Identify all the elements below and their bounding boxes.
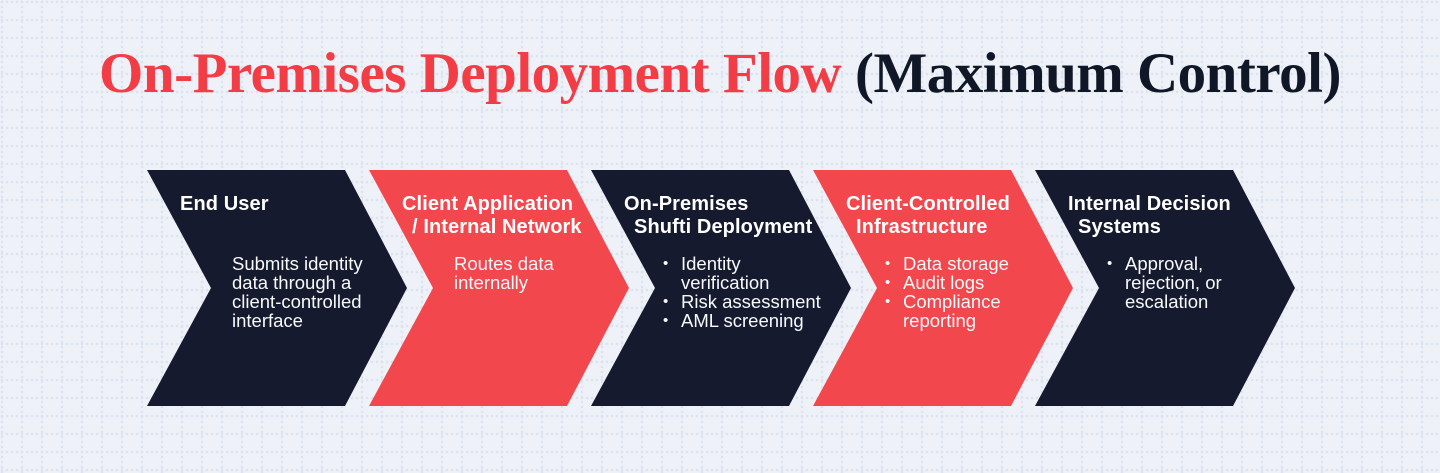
step-title-line: Systems [1078, 216, 1161, 238]
step-title-line: End User [180, 193, 269, 215]
bullet-text: Audit logs [903, 273, 1050, 292]
chevron-arrow-shape [813, 170, 1073, 406]
chevron-arrow-shape [369, 170, 629, 406]
bullet-marker-icon: • [1107, 255, 1113, 272]
bullet-text-line: Data storage [903, 253, 1009, 274]
step-description-line: client-controlled [232, 291, 362, 312]
chevron-arrow-shape [147, 170, 407, 406]
step-description-line: internally [454, 272, 529, 293]
bullet-marker-icon: • [885, 255, 891, 272]
chevron-step-client-application-internal-network: Client Application/ Internal Network Rou… [369, 170, 629, 406]
bullet-item: • Risk assessment [663, 292, 828, 311]
bullet-text-line: Approval, [1125, 253, 1204, 274]
chevron-arrow-shape [591, 170, 851, 406]
bullet-text-line: verification [681, 272, 770, 293]
step-description-line: data through a [232, 272, 352, 293]
bullet-marker-icon: • [663, 293, 669, 310]
bullet-item: • Audit logs [885, 273, 1050, 292]
bullet-text-line: Compliance [903, 291, 1001, 312]
bullet-text-line: AML screening [681, 310, 804, 331]
step-title: Client Application/ Internal Network [402, 193, 602, 239]
step-title-line: Client-Controlled [846, 193, 1010, 215]
step-title-line: / Internal Network [412, 216, 582, 238]
page-title-dark-segment: (Maximum Control) [854, 42, 1341, 105]
step-description-line: Routes data [454, 253, 554, 274]
bullet-text-line: reporting [903, 310, 977, 331]
bullet-text: AML screening [681, 311, 828, 330]
bullet-text-line: Identity [681, 253, 741, 274]
step-description-line: interface [232, 310, 303, 331]
bullet-text: Risk assessment [681, 292, 828, 311]
bullet-text: Data storage [903, 254, 1050, 273]
step-description-line: Submits identity [232, 253, 363, 274]
bullet-item: • AML screening [663, 311, 828, 330]
step-title-line: Client Application [402, 193, 574, 215]
bullet-marker-icon: • [885, 293, 891, 310]
bullet-text-line: Audit logs [903, 272, 985, 293]
bullet-text-line: escalation [1125, 291, 1209, 312]
bullet-marker-icon: • [663, 312, 669, 329]
bullet-marker-icon: • [885, 274, 891, 291]
step-title-line: On-Premises [624, 193, 749, 215]
bullet-marker-icon: • [663, 255, 669, 272]
step-title-line: Shufti Deployment [634, 216, 813, 238]
step-content: Client Application/ Internal Network Rou… [369, 170, 629, 406]
bullet-item: • Data storage [885, 254, 1050, 273]
step-title-line: Infrastructure [856, 216, 988, 238]
bullet-text-line: Risk assessment [681, 291, 821, 312]
page-title-red-segment: On-Premises Deployment Flow [99, 42, 855, 105]
step-title-line: Internal Decision [1068, 193, 1231, 215]
chevron-arrow-shape [1035, 170, 1295, 406]
bullet-text-line: rejection, or [1125, 272, 1222, 293]
step-title: End User [180, 193, 380, 216]
page-title: On-Premises Deployment Flow (Maximum Con… [0, 44, 1440, 104]
